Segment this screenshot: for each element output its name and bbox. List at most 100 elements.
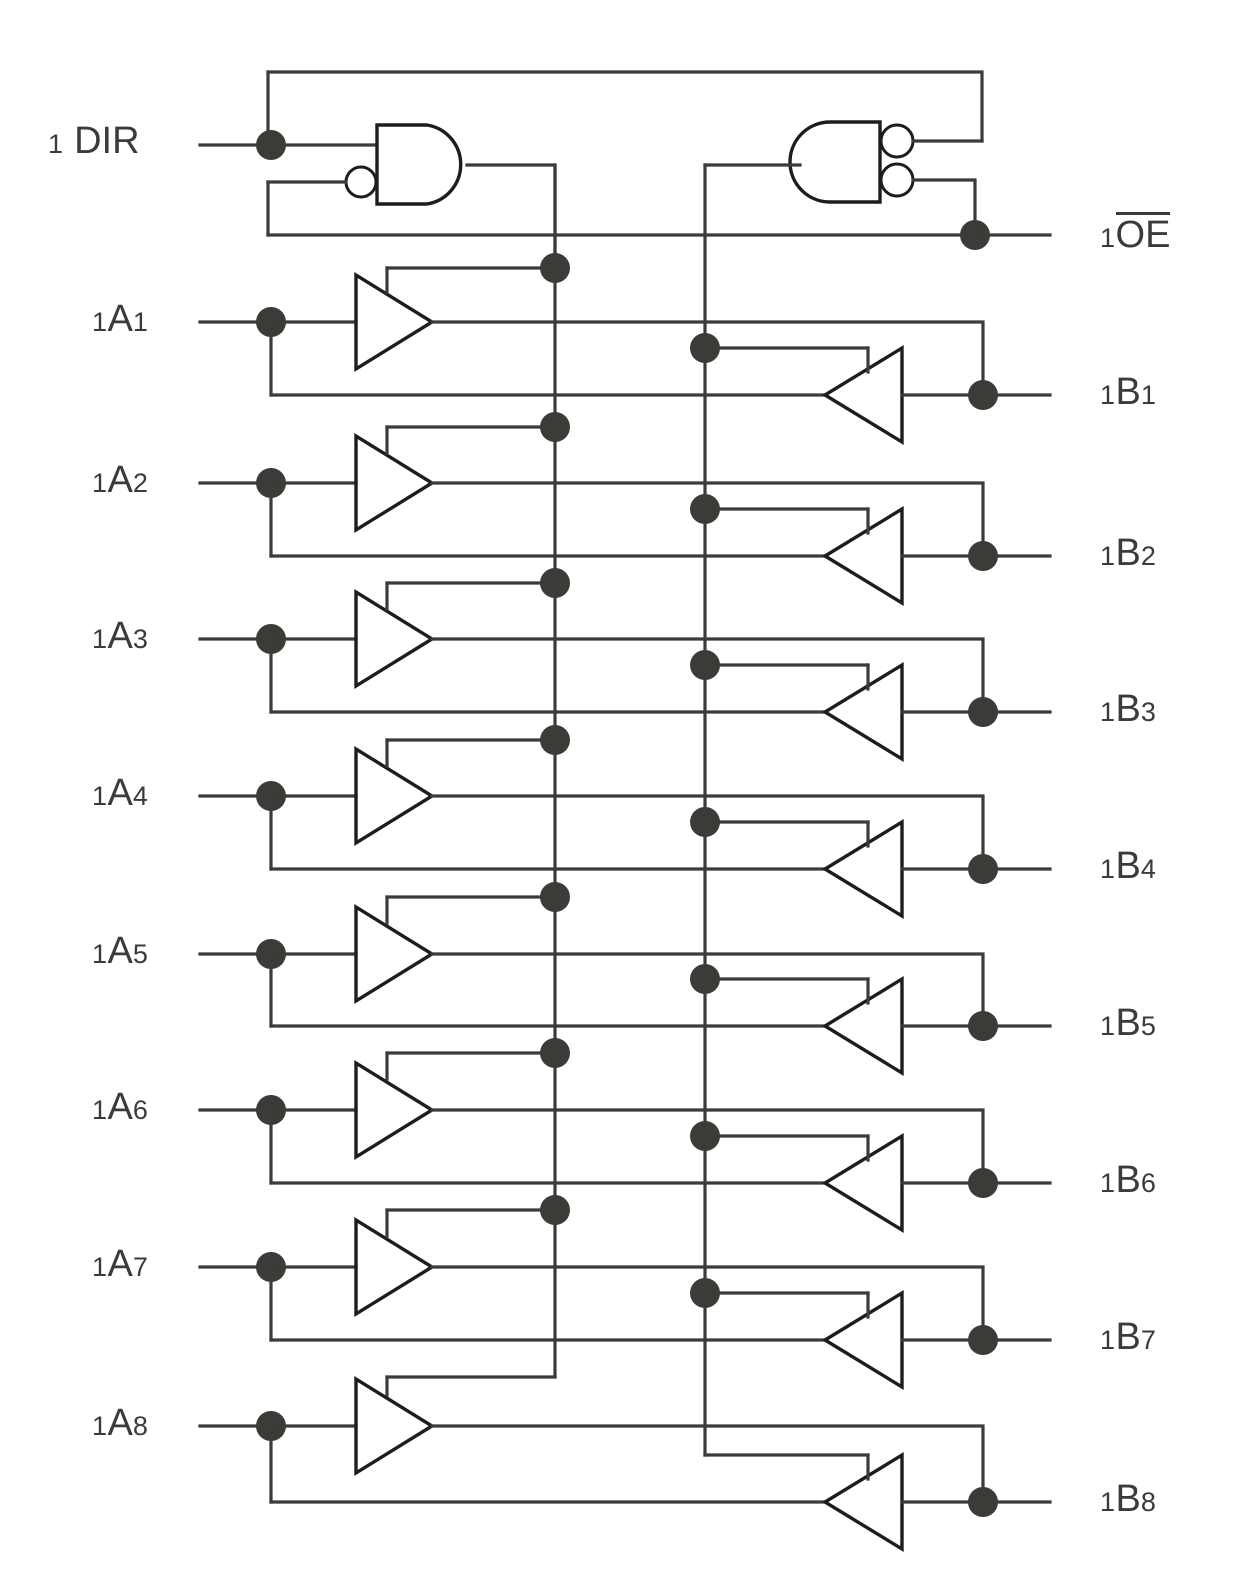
left-and-output-wire [465, 163, 557, 270]
label-b4: 1B4 [1100, 847, 1156, 885]
dir-top-rail [266, 70, 984, 143]
label-b1: 1B1 [1100, 373, 1156, 411]
b4-pin-dot [968, 854, 998, 884]
label-b2-prefix: 1 [1100, 541, 1116, 571]
label-a7-base: A [107, 1243, 133, 1285]
label-b5-base: B [1115, 1002, 1141, 1044]
label-a5-prefix: 1 [92, 939, 108, 969]
label-b3-prefix: 1 [1100, 697, 1116, 727]
label-dir: 1 DIR [48, 122, 140, 160]
a2-buffer-triangle [354, 432, 436, 534]
label-b5-index: 5 [1140, 1011, 1156, 1041]
label-oe-prefix: 1 [1100, 223, 1116, 253]
a4-enable-bus-dot [540, 725, 570, 755]
bit-rows [198, 253, 1052, 1553]
a1-enable-bus-dot [540, 253, 570, 283]
label-b2-base: B [1115, 532, 1141, 574]
b7-buffer-triangle [821, 1289, 904, 1391]
a7-to-b7-wire [430, 1265, 985, 1342]
label-b7-index: 7 [1140, 1325, 1156, 1355]
label-b1-index: 1 [1140, 380, 1156, 410]
label-b8-index: 8 [1140, 1487, 1156, 1517]
b2-buffer-triangle [821, 505, 904, 607]
a7-buffer-triangle [354, 1216, 436, 1318]
label-b6-base: B [1115, 1159, 1141, 1201]
b2-enable-bus-dot [690, 494, 720, 524]
label-b1-base: B [1115, 371, 1141, 413]
label-a4-base: A [107, 772, 133, 814]
label-a5: 1A5 [92, 932, 148, 970]
label-a6: 1A6 [92, 1088, 148, 1126]
label-a1-base: A [107, 298, 133, 340]
label-b6-index: 6 [1140, 1168, 1156, 1198]
label-b6-prefix: 1 [1100, 1168, 1116, 1198]
label-a1-prefix: 1 [92, 307, 108, 337]
label-b4-prefix: 1 [1100, 854, 1116, 884]
bit-row-7 [198, 1195, 1052, 1391]
label-b5-prefix: 1 [1100, 1011, 1116, 1041]
label-b7: 1B7 [1100, 1318, 1156, 1356]
a6-to-b6-wire [430, 1108, 985, 1185]
left-and-gate-body [375, 123, 463, 206]
label-a1: 1A1 [92, 300, 148, 338]
a6-buffer-triangle [354, 1059, 436, 1161]
bit-row-1 [198, 253, 1052, 446]
label-b2: 1B2 [1100, 534, 1156, 572]
label-a7-index: 7 [132, 1252, 148, 1282]
control-section [198, 70, 1052, 1457]
b8-pin-dot [968, 1487, 998, 1517]
b3-buffer-triangle [821, 661, 904, 763]
right-and-gate-output-bubble-top [879, 123, 915, 159]
label-a3-prefix: 1 [92, 624, 108, 654]
label-a8-base: A [107, 1402, 133, 1444]
label-b3: 1B3 [1100, 690, 1156, 728]
a5-enable-bus-dot [540, 882, 570, 912]
dir-junction-dot [256, 130, 286, 160]
bit-row-4 [198, 725, 1052, 920]
label-a3-index: 3 [132, 624, 148, 654]
b3-pin-dot [968, 697, 998, 727]
b1-buffer-triangle [821, 344, 904, 446]
label-a2-base: A [107, 459, 133, 501]
label-dir-name: DIR [74, 120, 140, 162]
label-a6-index: 6 [132, 1095, 148, 1125]
label-a2-index: 2 [132, 468, 148, 498]
label-b4-index: 4 [1140, 854, 1156, 884]
label-oe-name: OE [1115, 212, 1171, 256]
b7-enable-bus-dot [690, 1278, 720, 1308]
label-b5: 1B5 [1100, 1004, 1156, 1042]
a4-buffer-triangle [354, 745, 436, 847]
label-a8-prefix: 1 [92, 1411, 108, 1441]
a1-buffer-triangle [354, 271, 436, 373]
label-a5-index: 5 [132, 939, 148, 969]
a2-to-b2-wire [430, 481, 985, 558]
bit-row-3 [198, 568, 1052, 763]
right-and-output-bottom-wire [911, 178, 977, 237]
a8-to-b8-wire [430, 1424, 985, 1504]
b6-enable-bus-dot [690, 1121, 720, 1151]
label-b7-prefix: 1 [1100, 1325, 1116, 1355]
label-b6: 1B6 [1100, 1161, 1156, 1199]
a5-to-b5-wire [430, 952, 985, 1028]
b2-pin-dot [968, 541, 998, 571]
label-oe: 1OE [1100, 212, 1171, 256]
label-dir-prefix: 1 [48, 129, 64, 159]
right-and-gate-body [788, 120, 882, 204]
label-b1-prefix: 1 [1100, 380, 1116, 410]
label-b7-base: B [1115, 1316, 1141, 1358]
label-a1-index: 1 [132, 307, 148, 337]
b5-buffer-triangle [821, 975, 904, 1077]
right-and-gate-output-bubble-bottom [879, 162, 915, 198]
b5-enable-bus-dot [690, 964, 720, 994]
label-b8-prefix: 1 [1100, 1487, 1116, 1517]
label-b2-index: 2 [1140, 541, 1156, 571]
b3-enable-bus-dot [690, 650, 720, 680]
a7-enable-bus-dot [540, 1195, 570, 1225]
label-a5-base: A [107, 930, 133, 972]
label-a4-prefix: 1 [92, 781, 108, 811]
a2-enable-bus-dot [540, 412, 570, 442]
a6-enable-bus-dot [540, 1038, 570, 1068]
label-a4-index: 4 [132, 781, 148, 811]
